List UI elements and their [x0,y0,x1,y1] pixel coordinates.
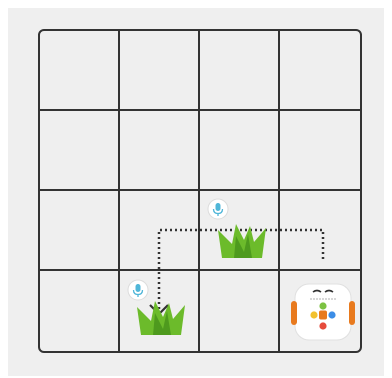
board-cell[interactable] [40,111,120,191]
board-cell[interactable] [40,271,120,351]
board-cell[interactable] [120,271,200,351]
board-cell[interactable] [200,31,280,111]
board-cell[interactable] [120,31,200,111]
board-cell[interactable] [280,271,360,351]
board-cell[interactable] [120,191,200,271]
board-cell[interactable] [40,31,120,111]
board-cell[interactable] [200,191,280,271]
game-board [38,29,362,353]
board-cell[interactable] [200,111,280,191]
board-cell[interactable] [280,31,360,111]
board-cell[interactable] [280,111,360,191]
board-cell[interactable] [40,191,120,271]
board-cell[interactable] [200,271,280,351]
board-cell[interactable] [280,191,360,271]
board-cell[interactable] [120,111,200,191]
